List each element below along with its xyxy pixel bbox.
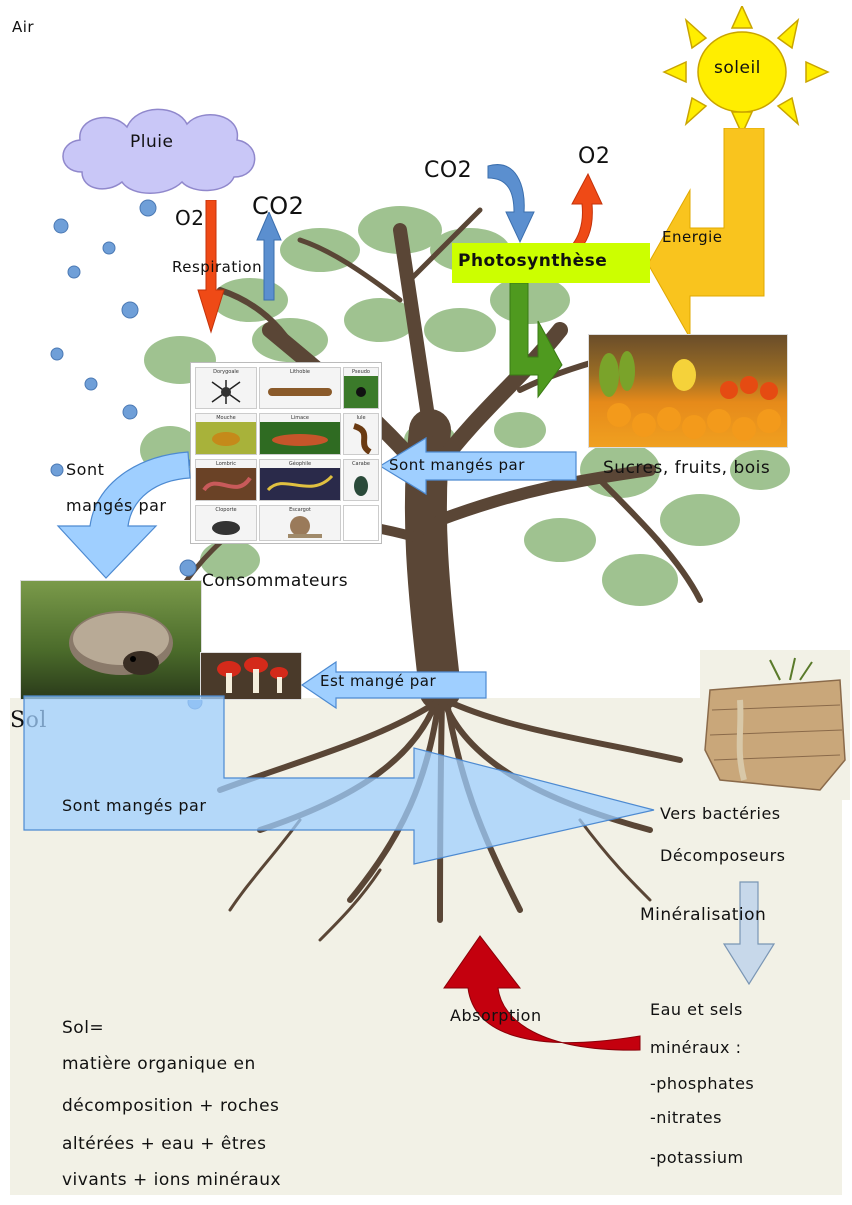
sont-manges-par-big-label: Sont mangés par [62, 796, 207, 815]
grid-cell: Limace [259, 413, 341, 455]
grid-cell-caption: Géophile [288, 461, 312, 467]
sun-icon [662, 6, 830, 136]
grid-cell-caption: Lombric [216, 461, 236, 467]
photosynthese-box [452, 243, 650, 283]
mushrooms-photo [200, 652, 302, 700]
co2-left-label: CO2 [252, 192, 305, 220]
co2-up-arrow-icon [256, 212, 282, 301]
absorption-arrow-icon [443, 935, 641, 1051]
absorption-label: Absorption [450, 1006, 542, 1025]
grid-cell: Lithobie [259, 367, 341, 409]
grid-cell-caption: Cloporte [215, 507, 237, 513]
grid-cell: Carabe [343, 459, 379, 501]
grid-cell: Pseudo [343, 367, 379, 409]
raindrops [50, 199, 203, 710]
mineralisation-label: Minéralisation [640, 905, 767, 925]
grid-cell: Géophile [259, 459, 341, 501]
grid-cell: Escargot [259, 505, 341, 541]
phosphates-label: -phosphates [650, 1074, 755, 1093]
curved-down-arrow-icon [56, 451, 191, 579]
o2-top-label: O2 [578, 144, 611, 169]
fruits-photo [588, 334, 788, 448]
sol-definition-title: Sol= [62, 1018, 105, 1038]
sol-definition-line-1: matière organique en [62, 1054, 256, 1074]
sol-definition-line-4: vivants + ions minéraux [62, 1170, 282, 1190]
grid-cell-caption: Dorygoale [213, 369, 239, 375]
mineralisation-arrow-icon [722, 881, 776, 986]
vers-bacteries-label: Vers bactéries [660, 804, 781, 823]
photosynthese-label: Photosynthèse [458, 251, 608, 271]
eau-sels-label-1: Eau et sels [650, 1000, 743, 1019]
sucres-label: Sucres, fruits, bois [603, 458, 771, 478]
eau-sels-label-2: minéraux : [650, 1038, 742, 1057]
sont-manges-par-arrow-1 [380, 436, 577, 496]
decomposeurs-label: Décomposeurs [660, 846, 786, 865]
co2-in-arrow-icon [487, 164, 535, 244]
hedgehog-photo [20, 580, 202, 700]
grid-cell: Dorygoale [195, 367, 257, 409]
sont-label: Sont [66, 460, 105, 479]
grid-cell: Mouche [195, 413, 257, 455]
grid-cell-caption: Iule [356, 415, 366, 421]
grid-cell [343, 505, 379, 541]
nitrates-label: -nitrates [650, 1108, 722, 1127]
grid-cell-caption: Pseudo [351, 369, 370, 375]
soleil-label: soleil [714, 58, 761, 78]
sol-definition-line-3: altérées + eau + êtres [62, 1134, 267, 1154]
est-mange-par-label: Est mangé par [320, 672, 437, 690]
grid-cell-caption: Lithobie [289, 369, 310, 375]
grid-cell-caption: Carabe [352, 461, 370, 467]
green-production-arrow-icon [509, 283, 563, 399]
energy-arrow-icon [647, 128, 765, 338]
rain-cloud-icon [62, 108, 256, 194]
o2-left-label: O2 [175, 206, 205, 230]
grid-cell-caption: Limace [291, 415, 309, 421]
soil-section-photo [700, 650, 850, 800]
consumer-grid: Dorygoale Lithobie Pseudo Mouche Limace … [190, 362, 382, 544]
est-mange-par-arrow [300, 660, 487, 710]
grid-cell: Lombric [195, 459, 257, 501]
grid-cell-caption: Escargot [289, 507, 311, 513]
potassium-label: -potassium [650, 1148, 744, 1167]
grid-cell-caption: Mouche [216, 415, 236, 421]
air-label: Air [12, 18, 35, 36]
sol-definition-line-2: décomposition + roches [62, 1096, 280, 1116]
sont-manges-par-label-1: Sont mangés par [389, 456, 525, 474]
grid-cell: Cloporte [195, 505, 257, 541]
o2-down-arrow-icon [197, 200, 225, 334]
respiration-label: Respiration [172, 258, 263, 276]
co2-top-label: CO2 [424, 158, 473, 183]
energie-label: Energie [662, 228, 723, 246]
pluie-label: Pluie [130, 132, 174, 152]
manges-par-label: mangés par [66, 496, 167, 515]
grid-cell: Iule [343, 413, 379, 455]
consommateurs-label: Consommateurs [202, 571, 349, 591]
